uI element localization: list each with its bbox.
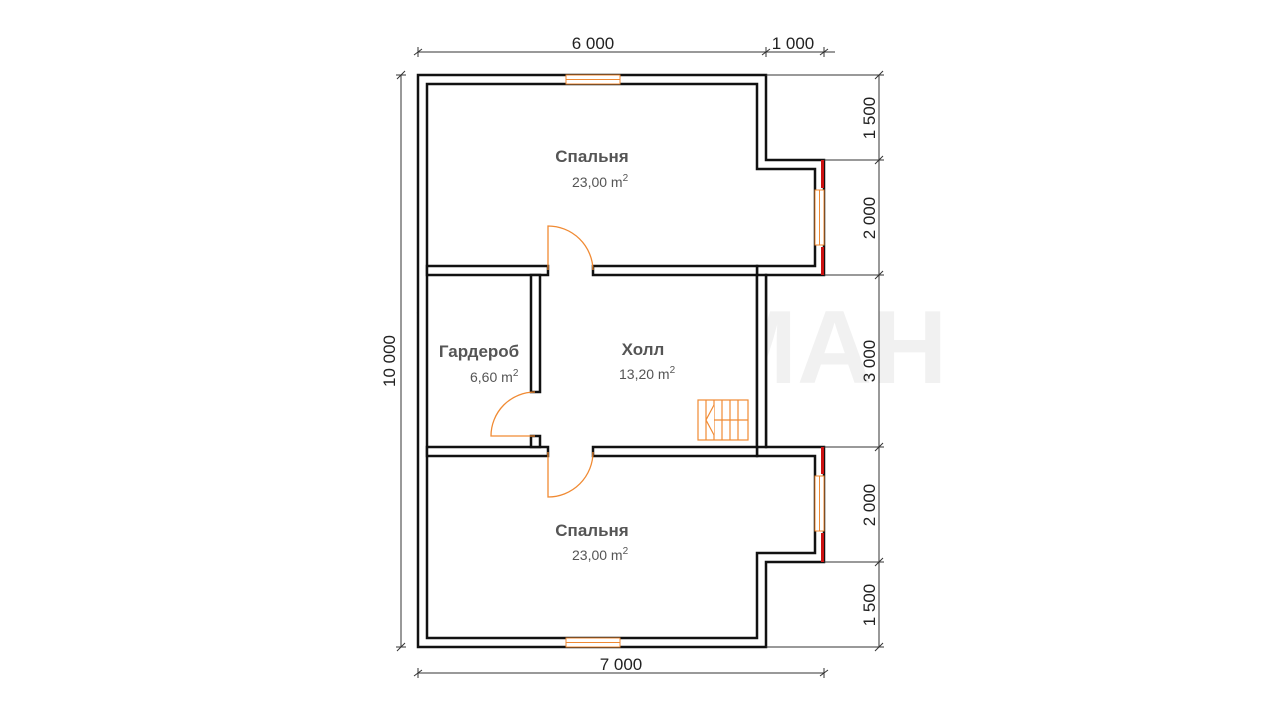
wardrobe-partition xyxy=(529,273,542,394)
stairs-icon xyxy=(697,399,749,441)
dim-bottom: 7 000 xyxy=(600,655,643,674)
dimension-lines xyxy=(396,47,884,678)
room-area-hall: 13,20 m2 xyxy=(619,365,676,382)
dim-right-2: 2 000 xyxy=(860,197,879,240)
room-area-bedroom-bottom: 23,00 m2 xyxy=(572,546,629,563)
dim-right-4: 2 000 xyxy=(860,484,879,527)
room-name-bedroom-bottom: Спальня xyxy=(555,521,628,540)
room-labels: Спальня 23,00 m2 Гардероб 6,60 m2 Холл 1… xyxy=(439,147,676,563)
interior-walls xyxy=(425,264,768,458)
dim-right-3: 3 000 xyxy=(860,340,879,383)
dim-left: 10 000 xyxy=(380,335,399,387)
door-bottom-bedroom xyxy=(547,451,594,498)
wall-top-left xyxy=(425,264,550,277)
door-top-bedroom xyxy=(547,225,594,271)
dim-right-1: 1 500 xyxy=(860,97,879,140)
room-name-bedroom-top: Спальня xyxy=(555,147,628,166)
door-wardrobe xyxy=(490,391,536,437)
room-name-hall: Холл xyxy=(622,340,665,359)
wall-top-right xyxy=(591,264,759,277)
room-area-wardrobe: 6,60 m2 xyxy=(470,368,519,385)
dim-top-projection: 1 000 xyxy=(772,34,815,53)
room-area-bedroom-top: 23,00 m2 xyxy=(572,173,629,190)
dimension-labels: 6 000 1 000 7 000 10 000 1 500 2 000 3 0… xyxy=(380,34,879,674)
doors xyxy=(490,225,594,498)
walls xyxy=(416,73,826,649)
hall-right-wall xyxy=(755,273,768,449)
wall-bottom-right xyxy=(591,445,759,458)
room-name-wardrobe: Гардероб xyxy=(439,342,519,361)
wardrobe-partition-stub xyxy=(529,434,542,449)
windows xyxy=(565,74,825,648)
dim-right-5: 1 500 xyxy=(860,584,879,627)
dim-top-main: 6 000 xyxy=(572,34,615,53)
wall-bottom-left xyxy=(425,445,550,458)
red-accents xyxy=(821,160,824,562)
